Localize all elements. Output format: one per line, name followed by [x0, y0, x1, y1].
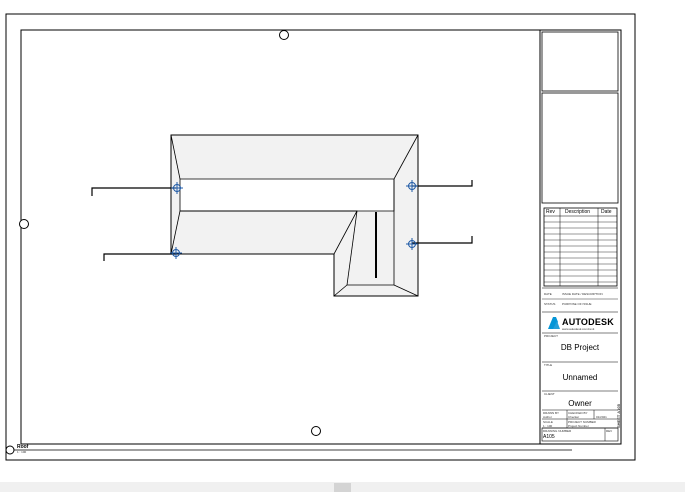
side-sheet-number: SHEET A105	[616, 404, 621, 428]
title-label: TITLE	[544, 363, 553, 367]
project-number-label: PROJECT NUMBER	[568, 420, 596, 424]
date-value: ISSUE DATE / DESCRIPTION	[562, 292, 603, 296]
date-label: DATE	[544, 292, 552, 296]
revision-header-rev: Rev	[546, 209, 555, 215]
elevation-marker-icon[interactable]	[171, 182, 183, 194]
elevation-marker-icon[interactable]	[406, 238, 418, 250]
brand-name: AUTODESK	[562, 317, 614, 327]
stage-value: PURPOSE OF ISSUE	[562, 302, 592, 306]
scale-value: 1 : 100	[543, 424, 553, 428]
elevation-marker-icon[interactable]	[170, 247, 182, 259]
view-title-scale: 1 : 100	[17, 450, 27, 454]
grid-marker-top[interactable]	[279, 30, 289, 40]
revision-header-date: Date	[601, 209, 612, 215]
autodesk-logo-icon	[548, 317, 560, 329]
revision-table[interactable]	[543, 207, 618, 287]
ridge-line	[346, 210, 358, 286]
elevation-marker-icon[interactable]	[406, 180, 418, 192]
titleblock-frame	[539, 29, 622, 445]
drawn-by-label: DRAWN BY	[543, 411, 560, 415]
leader-line-lower-left[interactable]	[103, 253, 176, 261]
revision-label: REV	[606, 429, 613, 433]
drawing-number-label: DRAWING NUMBER	[543, 429, 572, 433]
brand-subtitle: www.autodesk.com/revit	[562, 327, 595, 331]
view-title-name[interactable]: Roof	[17, 444, 29, 450]
section-callouts[interactable]	[91, 180, 473, 261]
roof-outline[interactable]	[170, 134, 419, 297]
roof-courtyard	[179, 178, 395, 212]
client-label: CLIENT	[544, 392, 555, 396]
project-number-value[interactable]: Project Number	[568, 424, 589, 428]
scale-label: SCALE	[543, 420, 553, 424]
titleblock-box-top	[541, 31, 619, 92]
grid-marker-left[interactable]	[19, 219, 29, 229]
grid-marker-bottom[interactable]	[311, 426, 321, 436]
project-label: PROJECT	[544, 334, 559, 338]
view-title-marker[interactable]	[5, 445, 15, 455]
leader-line-upper-right[interactable]	[412, 180, 473, 187]
elevation-markers[interactable]	[170, 180, 418, 259]
project-name[interactable]: DB Project	[560, 343, 600, 352]
scrollbar-thumb[interactable]	[334, 483, 351, 492]
drawing-number-value[interactable]: A105	[543, 434, 555, 440]
hip-line	[170, 210, 181, 255]
checked-by-label: CHECKED BY	[568, 411, 588, 415]
hip-line	[393, 134, 419, 180]
roof-plan[interactable]	[170, 134, 419, 297]
titleblock-box-notes	[541, 92, 619, 204]
titleblock-box-bottom	[541, 427, 619, 442]
revision-header-description: Description	[565, 209, 591, 215]
sheet-outer-border	[5, 13, 636, 461]
leader-line-upper-left[interactable]	[91, 187, 176, 196]
drawn-by-value[interactable]: Author	[543, 415, 552, 419]
checked-by-value[interactable]: Checker	[568, 415, 580, 419]
hip-line	[333, 284, 348, 297]
revision-rows	[544, 221, 617, 283]
sheet-title[interactable]: Unnamed	[562, 373, 598, 382]
hip-line	[393, 284, 419, 297]
leader-line-lower-right[interactable]	[412, 236, 473, 244]
hip-line	[170, 134, 181, 180]
issue-date-value[interactable]: 01/2021	[596, 415, 607, 419]
stage-label: STATUS	[544, 302, 556, 306]
client-name[interactable]: Owner	[568, 399, 592, 408]
